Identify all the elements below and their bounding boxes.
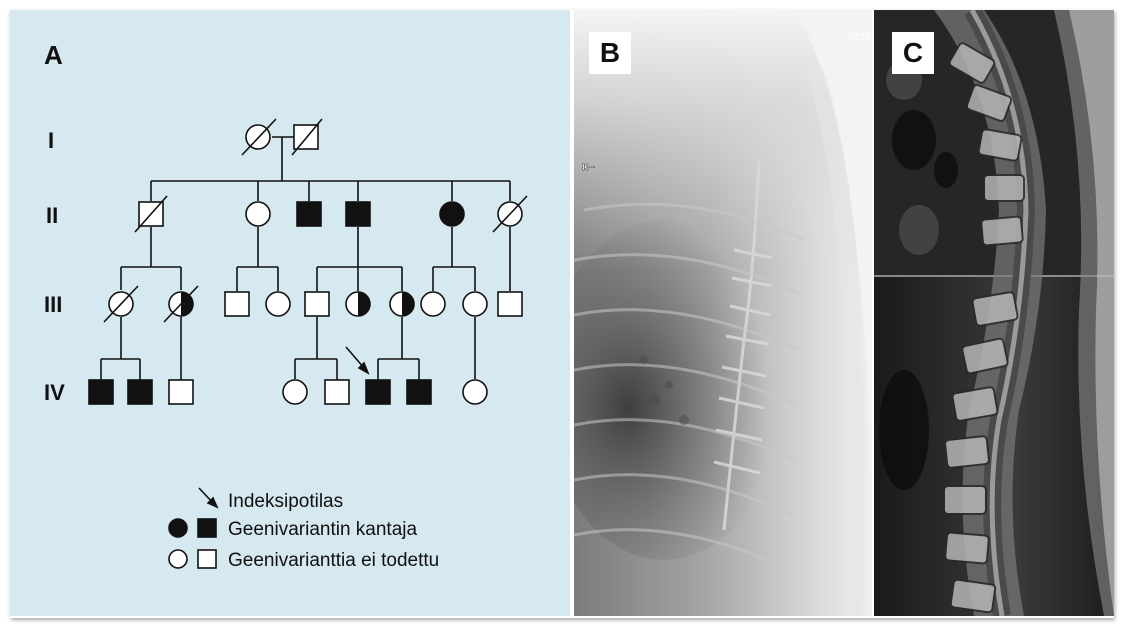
pedigree-legend: Indeksipotilas Geenivariantin kantaja Ge… (168, 487, 439, 571)
pedigree-chart: I II III IV A (44, 40, 528, 571)
legend-non-carrier-circle-icon (168, 549, 188, 569)
mri-panel (874, 10, 1114, 616)
individual-iii-3 (224, 291, 250, 317)
individual-iii-4 (265, 291, 291, 317)
individual-iv-1 (88, 379, 114, 405)
xray-orientation-marker: ⇤ (582, 159, 595, 176)
sagittal-spine-mri-image (874, 10, 1114, 616)
lateral-thoracic-xray-image: ⇤ (574, 10, 872, 616)
individual-iii-8 (420, 291, 446, 317)
individual-iv-6-index-patient (365, 379, 391, 405)
panel-label-b: B (589, 32, 631, 74)
generation-label-ii: II (46, 203, 58, 228)
generation-label-i: I (48, 128, 54, 153)
individual-ii-3 (296, 201, 322, 227)
panel-label-a: A (44, 40, 63, 70)
deceased-markers (103, 118, 528, 323)
legend-non-carrier-square-icon (197, 549, 217, 569)
generation-label-iii: III (44, 292, 62, 317)
pedigree-individuals (88, 124, 523, 405)
individual-iii-2-half-fill (181, 292, 193, 316)
individual-iv-2 (127, 379, 153, 405)
individual-iii-9 (462, 291, 488, 317)
individual-iv-3 (168, 379, 194, 405)
legend-not-detected: Geenivarianttia ei todettu (228, 550, 439, 571)
legend-index-patient: Indeksipotilas (228, 491, 343, 512)
index-patient-arrow (345, 346, 370, 375)
legend-carrier-circle-icon (168, 518, 188, 538)
individual-iii-10 (497, 291, 523, 317)
legend-arrow-icon (198, 487, 219, 509)
individual-iii-7-half-fill (402, 292, 414, 316)
individual-iv-7 (406, 379, 432, 405)
individual-iv-8 (462, 379, 488, 405)
pedigree-lines (100, 136, 511, 380)
individual-ii-4 (345, 201, 371, 227)
individual-iii-5 (304, 291, 330, 317)
xray-corner-text: seis (848, 28, 872, 43)
individual-iii-6-half-fill (358, 292, 370, 316)
pedigree-panel: I II III IV A (10, 10, 570, 616)
individual-ii-2 (245, 201, 271, 227)
individual-iv-5 (324, 379, 350, 405)
legend-carrier-square-icon (197, 518, 217, 538)
legend-carrier: Geenivariantin kantaja (228, 519, 417, 540)
panel-label-c: C (892, 32, 934, 74)
generation-label-iv: IV (44, 380, 65, 405)
xray-panel: ⇤ (574, 10, 872, 616)
individual-iv-4 (282, 379, 308, 405)
individual-ii-5 (439, 201, 465, 227)
